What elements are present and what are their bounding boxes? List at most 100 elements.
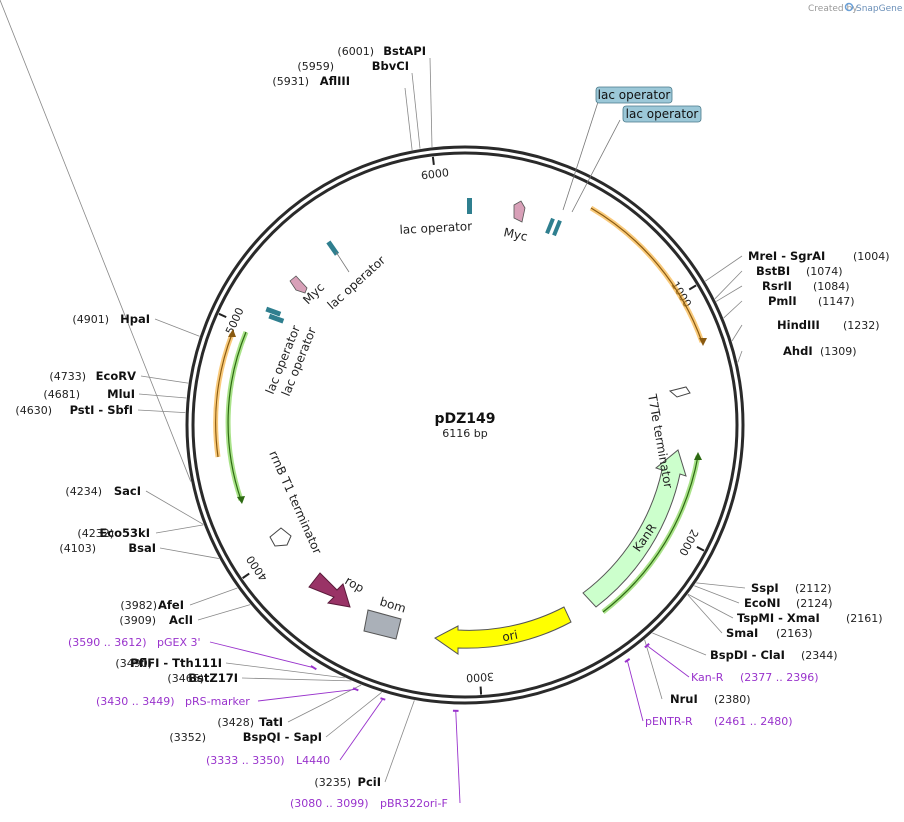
site-pos: (4103) [59,542,96,555]
tick-label-5000: 5000 [223,306,246,337]
site-pos: (4630) [15,404,52,417]
site-name: BbvCI [372,59,409,73]
site-pos: (3490) [115,657,152,670]
site-name: BsaI [128,541,156,555]
site-saci: SacI(4234) [65,484,204,525]
site-name: TspMI - XmaI [737,611,820,625]
site-hindiii: HindIII(1232) [731,318,880,342]
site-econi: EcoNI(2124) [694,585,833,610]
site-name: SspI [751,581,779,595]
site-name: RsrII [762,279,792,293]
myc-tag-1 [513,200,526,223]
site-pos: (2344) [801,649,838,662]
site-pcii: PciI(3235) [314,700,415,789]
orf-arc-right [589,205,705,343]
site-name: SmaI [726,626,758,640]
primer-pbr322ori-f: pBR322ori-F(3080 .. 3099) [290,709,461,810]
site-pos: (2112) [795,582,832,595]
ori-label: ori [501,628,519,645]
tick-label-4000: 4000 [244,553,271,583]
site-name: MreI - SgrAI [748,249,825,263]
lac-operator-callout-label-2: lac operator [626,107,699,121]
site-pos: (2380) [714,693,751,706]
site-tspmi: TspMI - XmaI(2161) [687,593,883,625]
site-name: PciI [358,775,381,789]
site-name: AclI [169,613,193,627]
primer-name: pENTR-R [645,715,693,728]
lac-operator-1 [467,198,472,214]
lac-operator-label-2: lac operator [325,253,388,312]
site-pos: (5959) [297,60,334,73]
site-bspqi: BspQI - SapI (3352) [169,692,382,744]
site-bstapi: BstAPI(6001) [337,44,433,147]
site-pos: (4733) [49,370,86,383]
credit-brand: SnapGene [856,4,903,14]
primer-name: pGEX 3' [157,636,201,649]
site-sspi: SspI (2112) [696,581,832,595]
rop-feature [308,572,351,608]
orf-arc-left-orange-head [228,329,236,337]
site-afliii: AflIII(5931) [272,74,413,151]
lac-operator-4 [268,313,285,324]
site-name: SacI [114,484,141,498]
site-name: TatI [259,715,283,729]
site-smai: SmaI (2163) [687,594,813,640]
orf-arc-kan-head [694,452,702,460]
primer-pgex-3-: pGEX 3' (3590 .. 3612) [68,636,317,671]
site-name: AfeI [158,598,184,612]
primer-range: (3430 .. 3449) [96,695,175,708]
site-psti: PstI - SbfI(4630) [15,403,186,417]
tick-mark-6000 [431,156,435,165]
site-pos: (1084) [813,280,850,293]
credit-text: Created by [808,4,858,14]
site-pos: (4901) [72,313,109,326]
plasmid-name: pDZ149 [434,411,495,427]
site-pos: (3352) [169,731,206,744]
tick-label-6000: 6000 [420,166,449,182]
primer-pentr-r: pENTR-R (2461 .. 2480) [624,658,793,728]
primer-kan-r: Kan-R(2377 .. 2396) [644,643,819,684]
site-pos: (1147) [818,295,855,308]
plasmid-backbone [185,145,745,705]
tick-mark-1000 [688,284,697,291]
bom-label: bom [378,594,408,615]
lac-operator-6 [552,219,562,237]
primer-sites: Kan-R(2377 .. 2396) pENTR-R (2461 .. 2480)… [68,636,819,810]
tick-label-2000: 2000 [676,527,701,558]
site-pos: (2124) [796,597,833,610]
primer-prs-marker: pRS-marker(3430 .. 3449) [96,687,359,708]
lac-operator-5 [545,217,555,235]
site-name: BstZ17I [188,671,238,685]
lac-operator-callout-1 [595,86,673,104]
primer-l4440: L4440(3333 .. 3350) [206,697,386,767]
site-pos: (1074) [806,265,843,278]
site-name: BspDI - ClaI [710,648,785,662]
ori-feature [434,606,572,655]
lac-operator-3 [265,306,282,317]
site-name: BstBI [756,264,790,278]
orf-arcs [213,205,707,614]
myc-label-2: Myc [300,280,327,307]
site-pos: (1232) [843,319,880,332]
primer-range: (3590 .. 3612) [68,636,147,649]
primer-range: (2461 .. 2480) [714,715,793,728]
site-name: MluI [107,387,135,401]
t7te-label: T7Te terminator [645,392,676,489]
site-name: EcoRV [96,369,136,383]
myc-tag-2 [289,275,308,294]
site-hpai: HpaI(4901) [72,312,200,337]
site-afei: AfeI(3982) [120,587,238,612]
site-pos: (3982) [120,599,157,612]
t7te-terminator-feature [668,386,691,398]
site-pos: (2163) [776,627,813,640]
site-pmli: PmlI(1147) [723,294,855,319]
rrnb-terminator-feature [269,527,292,547]
site-name: BspQI - SapI [243,730,322,744]
site-eco53ki: Eco53kI(4232) [77,524,204,540]
site-pos: (4232) [77,527,114,540]
lac-operator-2 [326,240,340,256]
site-pos: (3428) [217,716,254,729]
site-mlui: MluI(4681) [43,387,187,401]
kanr-feature [582,449,687,608]
